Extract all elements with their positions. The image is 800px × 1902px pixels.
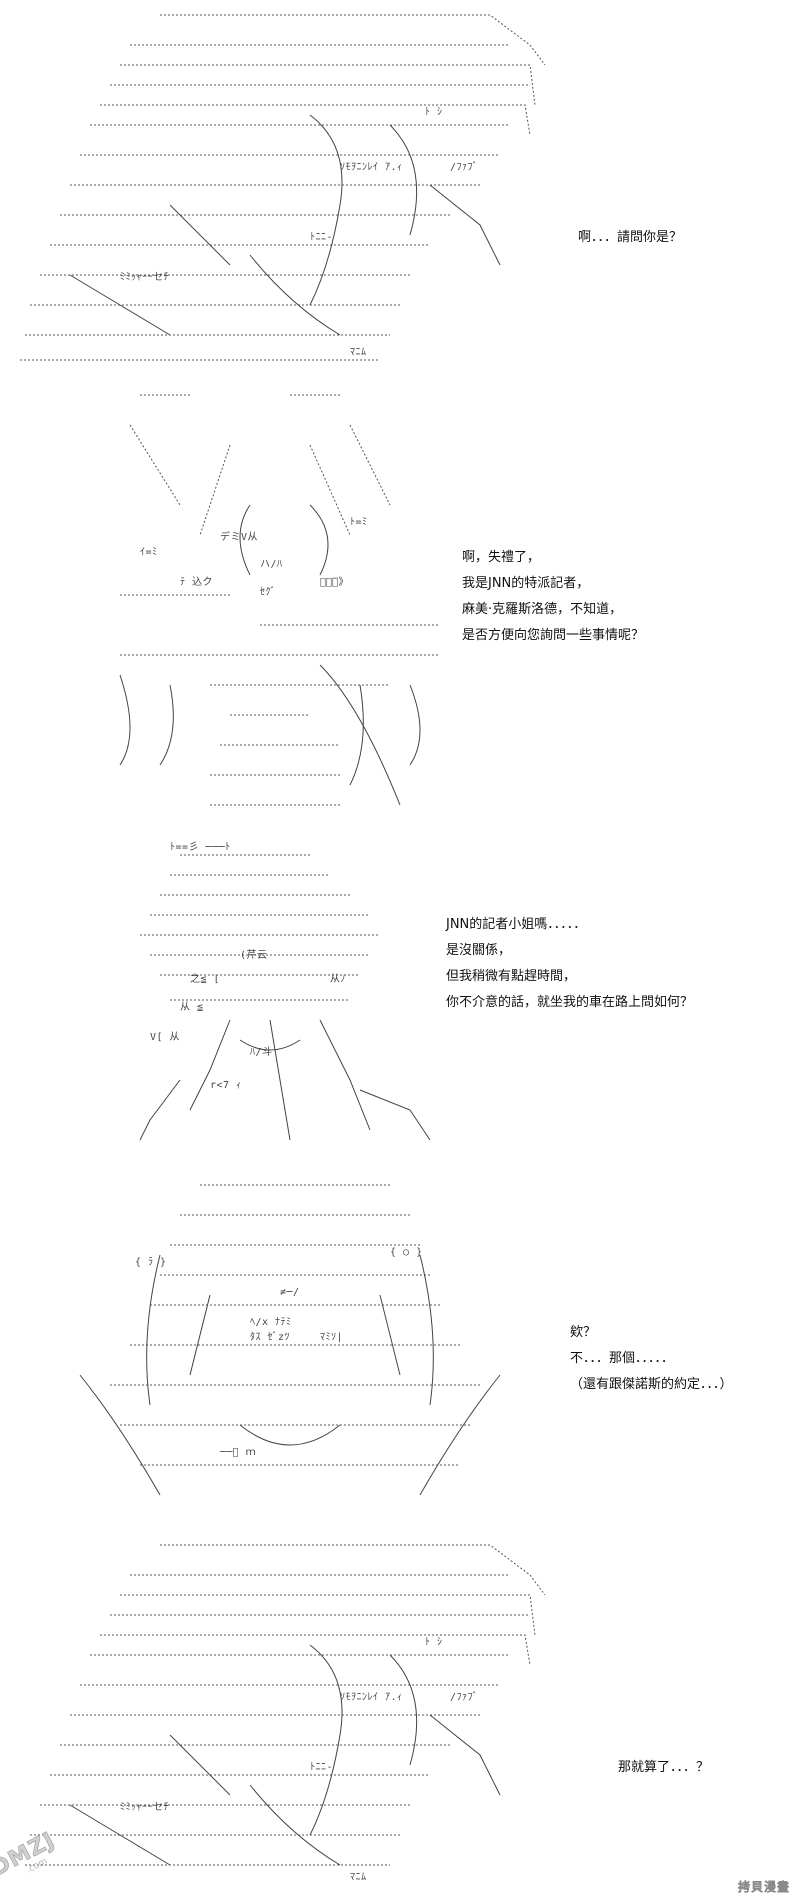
svg-text:之≦ [: 之≦ [ [190,972,220,985]
panel-4: ﾀｽ ｾﾞzﾂ ﾏﾐｿ| ≠─/ ﾍ/x ﾅﾃﾐ { ○ } { ﾗ } ──ﾞ… [0,1175,800,1515]
dialogue-line: 是沒關係， [446,943,512,958]
svg-text:ﾄ ｼ: ﾄ ｼ [425,107,443,118]
svg-text:ｿﾓｦﾆﾝﾚｲ ｱ.ｨ: ｿﾓｦﾆﾝﾚｲ ｱ.ｨ [340,1692,403,1703]
dialogue-line: 不．．．那個．．．．． [570,1351,675,1366]
svg-text:≠─/: ≠─/ [280,1287,300,1298]
svg-text:ﾏﾆﾑ: ﾏﾆﾑ [350,347,367,358]
svg-text:V[ 从: V[ 从 [150,1032,180,1043]
svg-text:ｲ=ﾐ: ｲ=ﾐ [140,547,158,558]
svg-text:/ﾌｧﾌﾞ: /ﾌｧﾌﾞ [450,161,478,173]
svg-text:r<7 ｨ: r<7 ｨ [210,1080,242,1091]
svg-text:ﾐﾐｯｬｰｰセﾁ: ﾐﾐｯｬｰｰセﾁ [120,1801,169,1813]
dialogue-box-4: 欸？ 不．．．那個．．．．． （還有跟傑諾斯的約定．．．） [570,1320,733,1398]
svg-text:ﾊ/斗: ﾊ/斗 [250,1046,273,1058]
svg-text:ハ/ﾊ: ハ/ﾊ [260,559,283,570]
svg-text:{ ﾗ }: { ﾗ } [135,1257,167,1268]
ascii-art-character-3: ﾄ==彡 ───ﾄ (芹云 之≦ [ 从ﾉ 从 ≦ V[ 从 ﾊ/斗 r<7 ｨ [130,840,470,1150]
svg-text:ﾄ ｼ: ﾄ ｼ [425,1637,443,1648]
dialogue-box-5: 那就算了．．．？ [618,1755,709,1781]
ascii-art-character-2: デミV从 ハ/ﾊ 《ﾞ̈ﾞ》 ｲ=ﾐ ﾃ 込ク ｾｸﾞ ﾄ=ﾐ [110,385,470,815]
svg-text:ﾄﾆﾆ-: ﾄﾆﾆ- [310,232,333,243]
svg-text:{ ○ }: { ○ } [390,1247,423,1258]
dialogue-line: 你不介意的話，就坐我的車在路上問如何？ [446,995,694,1010]
svg-text:ﾏﾆﾑ: ﾏﾆﾑ [350,1872,367,1883]
panel-3: ﾄ==彡 ───ﾄ (芹云 之≦ [ 从ﾉ 从 ≦ V[ 从 ﾊ/斗 r<7 ｨ… [0,835,800,1160]
panel-2: デミV从 ハ/ﾊ 《ﾞ̈ﾞ》 ｲ=ﾐ ﾃ 込ク ｾｸﾞ ﾄ=ﾐ 啊，失禮了， 我… [0,380,800,820]
dialogue-line: 但我稍微有點趕時間， [446,969,577,984]
dialogue-line: 我是JNN的特派記者， [462,576,590,591]
svg-text:从 ≦: 从 ≦ [180,1002,204,1013]
svg-text:ﾄ=ﾐ: ﾄ=ﾐ [350,517,368,528]
ascii-art-character-5: ｿﾓｦﾆﾝﾚｲ ｱ.ｨ /ﾌｧﾌﾞ ﾐﾐｯｬｰｰセﾁ ﾏﾆﾑ ﾄ ｼ ﾄﾆﾆ- [10,1535,570,1895]
svg-text:从ﾉ: 从ﾉ [330,974,346,985]
svg-text:ﾄﾆﾆ-: ﾄﾆﾆ- [310,1762,333,1773]
svg-text:──ﾞ ｍ: ──ﾞ ｍ [219,1447,256,1458]
dialogue-box-2: 啊，失禮了， 我是JNN的特派記者， 麻美·克羅斯洛德，不知道， 是否方便向您詢… [462,545,644,649]
dialogue-line: 麻美·克羅斯洛德，不知道， [462,602,623,617]
panel-1: ｿﾓｦﾆﾝﾚｲ ｱ.ｨ /ﾌｧﾌﾞ ﾐﾐｯｬｰｰセﾁ ﾏﾆﾑ ﾄ ｼ ﾄﾆﾆ- … [0,0,800,370]
panel-5: ｿﾓｦﾆﾝﾚｲ ｱ.ｨ /ﾌｧﾌﾞ ﾐﾐｯｬｰｰセﾁ ﾏﾆﾑ ﾄ ｼ ﾄﾆﾆ- … [0,1530,800,1902]
ascii-art-character-1: ｿﾓｦﾆﾝﾚｲ ｱ.ｨ /ﾌｧﾌﾞ ﾐﾐｯｬｰｰセﾁ ﾏﾆﾑ ﾄ ｼ ﾄﾆﾆ- [10,5,570,365]
svg-text:《ﾞ̈ﾞ》: 《ﾞ̈ﾞ》 [320,576,349,588]
svg-text:/ﾌｧﾌﾞ: /ﾌｧﾌﾞ [450,1691,478,1703]
svg-text:ﾀｽ ｾﾞzﾂ: ﾀｽ ｾﾞzﾂ [250,1331,290,1343]
svg-text:(芹云: (芹云 [240,949,268,961]
watermark-right: 拷貝漫畫 [737,1880,790,1894]
dialogue-line: JNN的記者小姐嗎．．．．． [446,917,587,932]
svg-text:デミV从: デミV从 [220,530,258,543]
dialogue-line: 欸？ [570,1325,597,1340]
dialogue-box-3: JNN的記者小姐嗎．．．．． 是沒關係， 但我稍微有點趕時間， 你不介意的話，就… [446,912,693,1016]
ascii-art-character-4: ﾀｽ ｾﾞzﾂ ﾏﾐｿ| ≠─/ ﾍ/x ﾅﾃﾐ { ○ } { ﾗ } ──ﾞ… [60,1175,510,1505]
dialogue-line: 啊，失禮了， [462,550,541,565]
dialogue-box-1: 啊．．．請問你是？ [578,225,682,251]
svg-text:ﾐﾐｯｬｰｰセﾁ: ﾐﾐｯｬｰｰセﾁ [120,271,169,283]
dialogue-line: 是否方便向您詢問一些事情呢？ [462,628,645,643]
dialogue-line: 那就算了．．．？ [618,1760,710,1775]
svg-text:ｾｸﾞ: ｾｸﾞ [260,586,276,598]
dialogue-line: （還有跟傑諾斯的約定．．．） [570,1377,733,1392]
dialogue-line: 啊．．．請問你是？ [578,230,683,245]
svg-text:ﾏﾐｿ|: ﾏﾐｿ| [320,1332,343,1343]
svg-text:ｿﾓｦﾆﾝﾚｲ ｱ.ｨ: ｿﾓｦﾆﾝﾚｲ ｱ.ｨ [340,162,403,173]
svg-text:ﾍ/x ﾅﾃﾐ: ﾍ/x ﾅﾃﾐ [250,1316,292,1328]
svg-text:ﾃ 込ク: ﾃ 込ク [180,576,213,588]
svg-text:ﾄ==彡 ───ﾄ: ﾄ==彡 ───ﾄ [170,842,231,853]
